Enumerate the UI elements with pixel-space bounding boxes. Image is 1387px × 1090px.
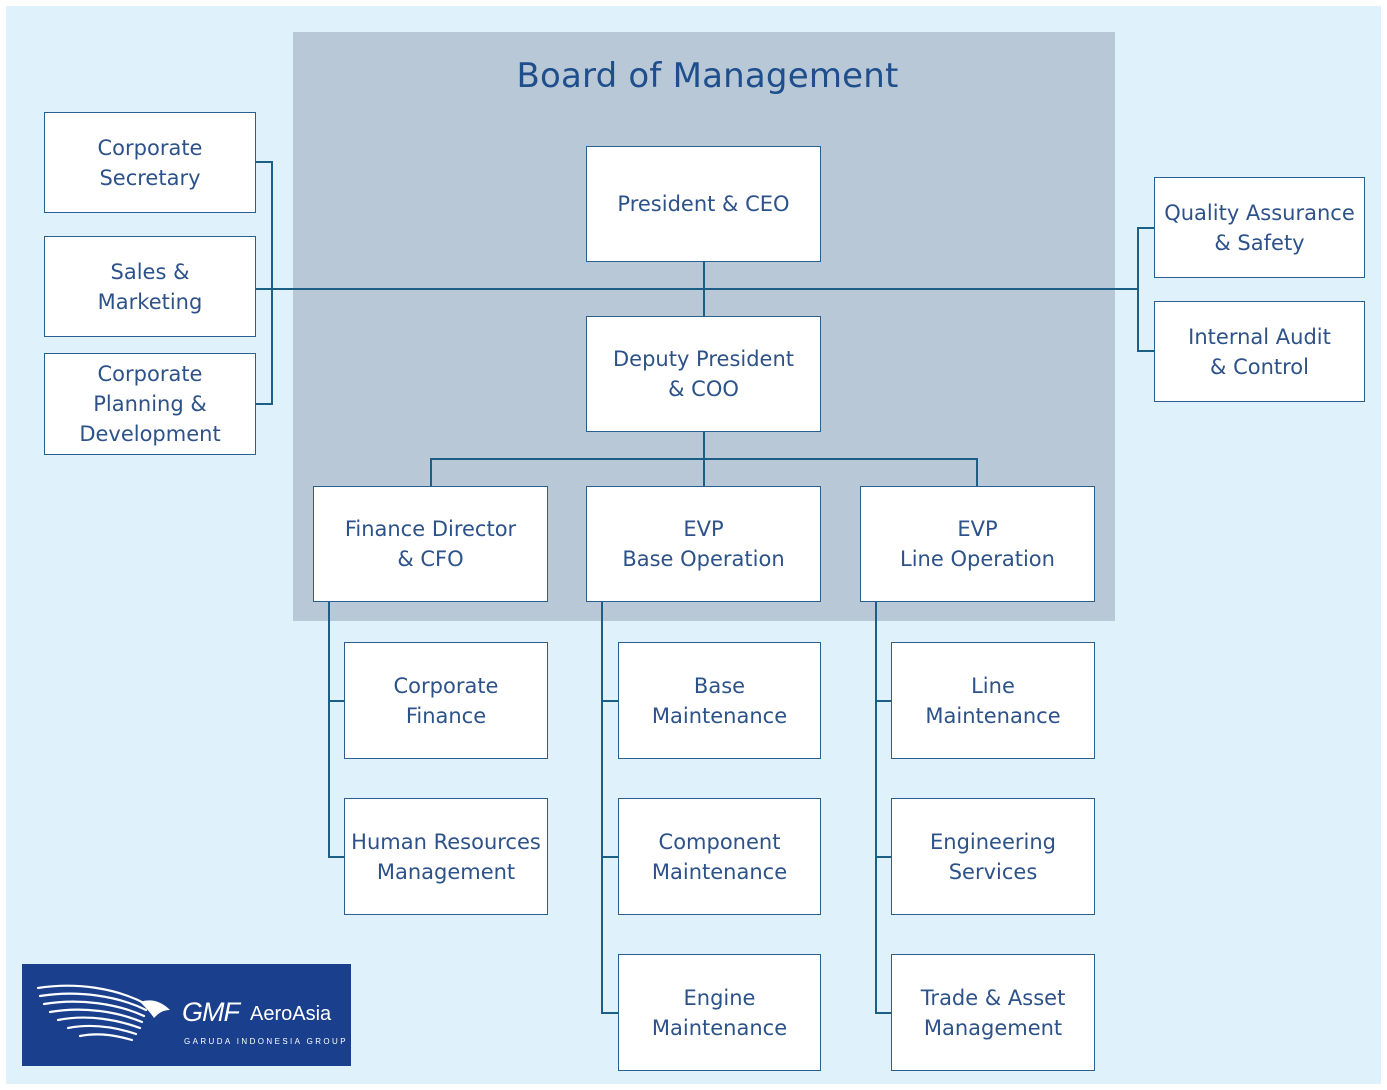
evp-base-operation-box: EVP Base Operation bbox=[586, 486, 821, 602]
logo-brand: GMF bbox=[182, 997, 240, 1027]
right-staff-bracket bbox=[1137, 227, 1154, 352]
corporate-finance-box: Corporate Finance bbox=[344, 642, 548, 759]
logo-name: AeroAsia bbox=[250, 1003, 332, 1025]
garuda-bird-icon bbox=[36, 984, 170, 1042]
finance-director-box: Finance Director & CFO bbox=[313, 486, 548, 602]
quality-assurance-box: Quality Assurance & Safety bbox=[1154, 177, 1365, 278]
deputy-president-box: Deputy President & COO bbox=[586, 316, 821, 432]
base-branch-line bbox=[601, 602, 618, 1014]
finance-branch-line bbox=[328, 602, 345, 858]
engineering-services-box: Engineering Services bbox=[891, 798, 1095, 915]
human-resources-box: Human Resources Management bbox=[344, 798, 548, 915]
component-maintenance-box: Component Maintenance bbox=[618, 798, 821, 915]
board-title: Board of Management bbox=[516, 56, 899, 96]
trade-asset-management-box: Trade & Asset Management bbox=[891, 954, 1095, 1071]
logo-tagline: GARUDA INDONESIA GROUP bbox=[184, 1037, 348, 1046]
sales-marketing-box: Sales & Marketing bbox=[44, 236, 256, 337]
corporate-planning-box: Corporate Planning & Development bbox=[44, 353, 256, 455]
president-ceo-box: President & CEO bbox=[586, 146, 821, 262]
line-branch-line bbox=[875, 602, 892, 1014]
deputy-directors-bracket bbox=[430, 458, 978, 486]
engine-maintenance-box: Engine Maintenance bbox=[618, 954, 821, 1071]
line-maintenance-box: Line Maintenance bbox=[891, 642, 1095, 759]
gmf-aeroasia-logo: GMF AeroAsia GARUDA INDONESIA GROUP bbox=[22, 964, 351, 1066]
corporate-secretary-box: Corporate Secretary bbox=[44, 112, 256, 213]
base-maintenance-box: Base Maintenance bbox=[618, 642, 821, 759]
internal-audit-box: Internal Audit & Control bbox=[1154, 301, 1365, 402]
evp-line-operation-box: EVP Line Operation bbox=[860, 486, 1095, 602]
left-staff-bracket bbox=[256, 161, 273, 405]
